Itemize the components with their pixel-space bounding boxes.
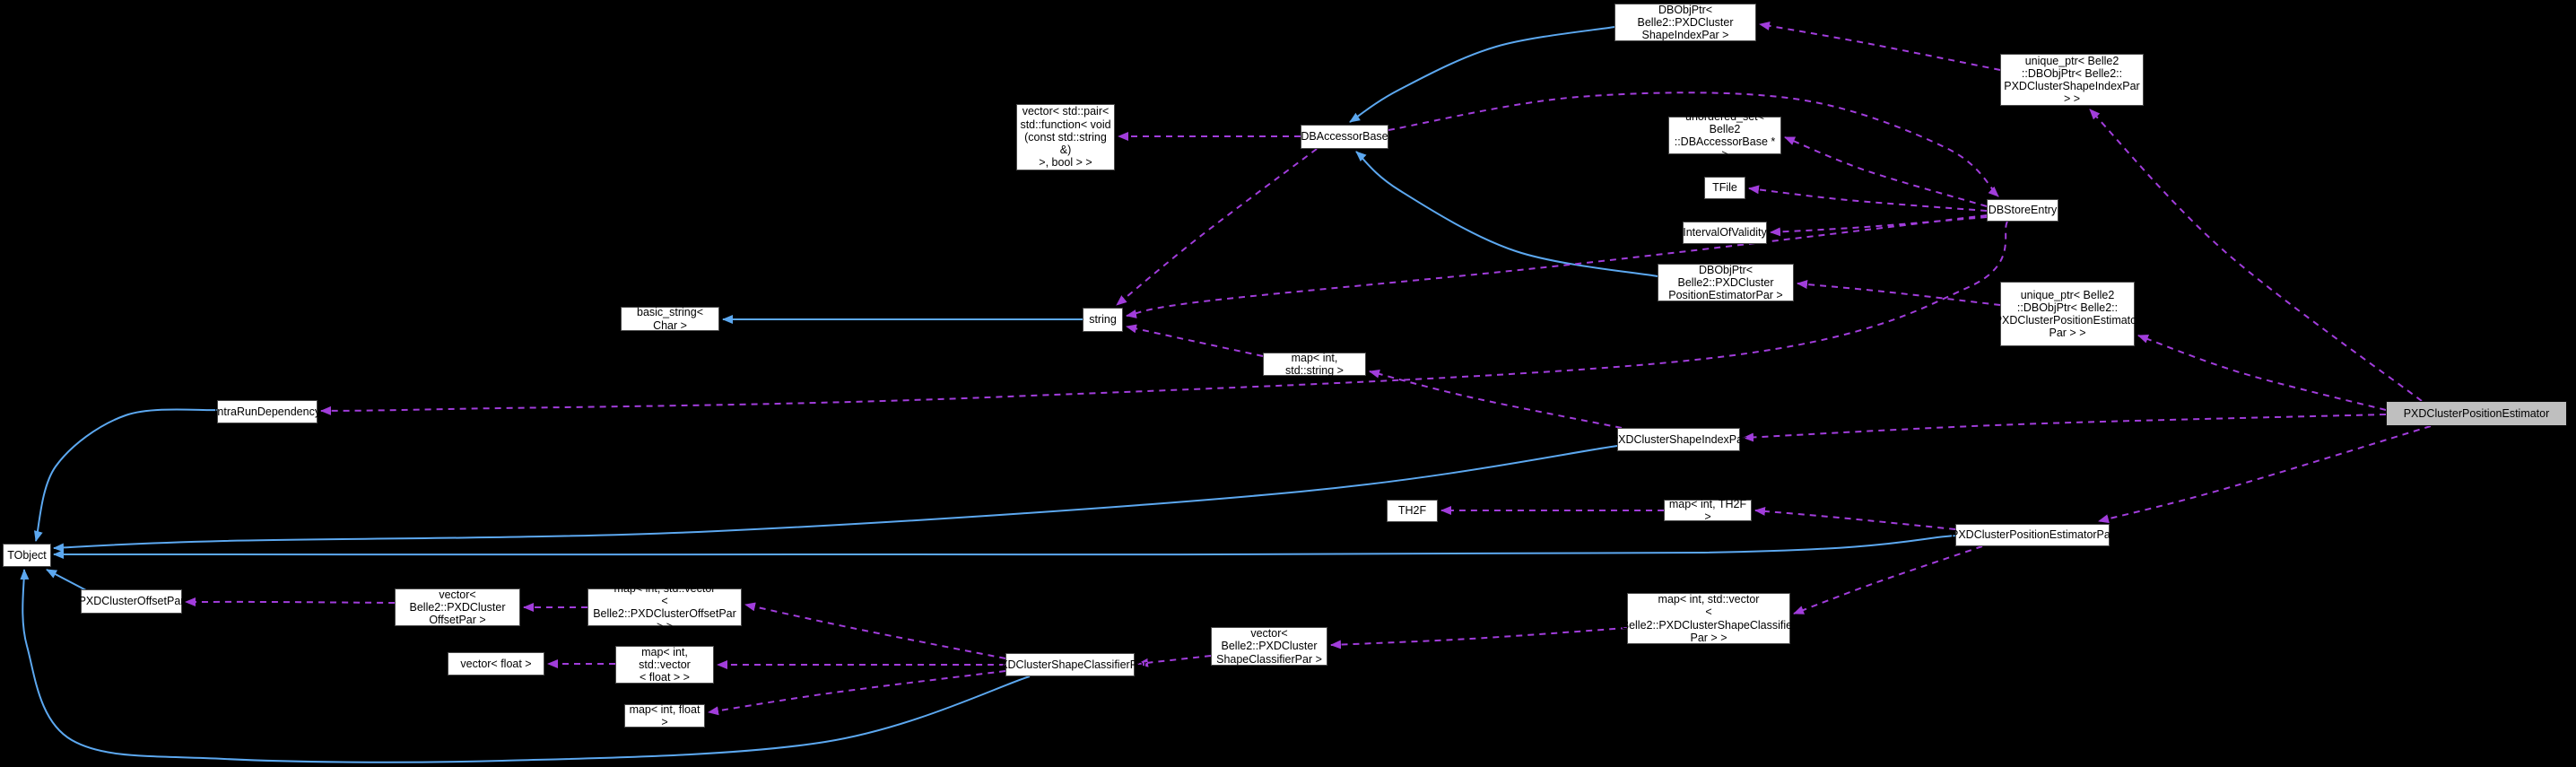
class-node-tfile[interactable]: TFile xyxy=(1704,177,1745,199)
class-node-map-vector-float[interactable]: map< int, std::vector < float > > xyxy=(615,646,714,684)
class-node-pxdclusterpositionestimatorpar[interactable]: PXDClusterPositionEstimatorPar xyxy=(1951,524,2114,546)
class-label: TH2F xyxy=(1397,504,1427,518)
class-node-map-vector-offsetpar[interactable]: map< int, std::vector < Belle2::PXDClust… xyxy=(587,582,742,632)
edge-vector-offsetpar-to-pxdclusteroffsetpar xyxy=(185,597,396,606)
edge-dbstoreentry-to-intrarundependency xyxy=(320,221,2008,415)
class-node-tobject[interactable]: TObject xyxy=(3,544,51,567)
class-node-dbstoreentry[interactable]: DBStoreEntry xyxy=(1987,199,2058,222)
class-node-pxdclusteroffsetpar[interactable]: PXDClusterOffsetPar xyxy=(78,589,185,614)
class-node-pxdclustershapeclassifierpar[interactable]: PXDClusterShapeClassifierPar xyxy=(993,653,1147,676)
edge-dbstoreentry-to-tfile xyxy=(1748,185,1988,212)
edge-pxdclusterpositionestimatorpar-to-map-vector-shapeclassifierpar xyxy=(1793,545,1983,614)
edge-pxdclusterpositionestimator-to-pxdclusterpositionestimatorpar xyxy=(2098,425,2432,524)
class-node-map-vector-shapeclassifierpar[interactable]: map< int, std::vector < Belle2::PXDClust… xyxy=(1622,593,1796,644)
edge-dbobjptr-positionestimatorpar-to-dbaccessorbase xyxy=(1355,151,1658,277)
class-label: basic_string< Char > xyxy=(637,306,703,332)
class-label: map< int, float > xyxy=(629,702,701,728)
class-node-intervalofvalidity[interactable]: IntervalOfValidity xyxy=(1683,222,1767,244)
class-label: PXDClusterShapeIndexPar xyxy=(1610,432,1747,446)
edge-pxdclusterpositionestimator-to-pxdclustershapeindexpar xyxy=(1743,414,2387,442)
edge-dbobjptr-shapeindexpar-to-dbaccessorbase xyxy=(1349,26,1615,123)
class-node-map-int-string[interactable]: map< int, std::string > xyxy=(1263,351,1366,377)
class-node-unordered-set-dbaccessorbase[interactable]: unordered_set< Belle2 ::DBAccessorBase *… xyxy=(1668,110,1781,161)
class-label: TObject xyxy=(7,548,47,562)
edge-pxdclustershapeclassifierpar-to-map-int-float xyxy=(708,670,1006,716)
class-label: PXDClusterOffsetPar xyxy=(78,595,185,608)
class-label: unordered_set< Belle2 ::DBAccessorBase *… xyxy=(1674,109,1776,161)
class-label: map< int, std::string > xyxy=(1285,351,1344,377)
edge-uniqueptr-positionestimatorpar-to-dbobjptr-positionestimatorpar xyxy=(1797,280,2001,306)
class-label: vector< std::pair< std::function< void (… xyxy=(1020,105,1111,170)
edge-dbstoreentry-to-string xyxy=(1126,214,1988,318)
class-node-map-int-th2f[interactable]: map< int, TH2F > xyxy=(1664,497,1752,523)
class-label: map< int, std::vector < float > > xyxy=(639,645,691,684)
class-label: IntraRunDependency xyxy=(213,405,321,418)
edge-dbaccessorbase-to-dbstoreentry xyxy=(1388,92,1999,197)
class-label: DBObjPtr< Belle2::PXDCluster PositionEst… xyxy=(1668,263,1783,302)
edge-pxdclustershapeindexpar-to-tobject xyxy=(53,445,1618,553)
class-node-vector-shapeclassifierpar[interactable]: vector< Belle2::PXDCluster ShapeClassifi… xyxy=(1211,627,1327,666)
class-label: string xyxy=(1089,313,1117,327)
edge-uniqueptr-shapeindexpar-to-dbobjptr-shapeindexpar xyxy=(1759,22,2001,71)
class-node-uniqueptr-shapeindexpar[interactable]: unique_ptr< Belle2 ::DBObjPtr< Belle2:: … xyxy=(2000,54,2144,106)
class-node-dbaccessorbase[interactable]: DBAccessorBase xyxy=(1301,125,1388,149)
class-label: PXDClusterPositionEstimator xyxy=(2403,406,2550,420)
class-label: PXDClusterPositionEstimatorPar xyxy=(1951,528,2115,542)
edge-pxdclusterpositionestimatorpar-to-map-int-th2f xyxy=(1754,506,1956,530)
class-label: unique_ptr< Belle2 ::DBObjPtr< Belle2:: … xyxy=(2004,54,2140,106)
class-label: DBObjPtr< Belle2::PXDCluster ShapeIndexP… xyxy=(1637,3,1734,42)
class-node-vector-pair-function[interactable]: vector< std::pair< std::function< void (… xyxy=(1016,104,1115,170)
class-node-basic-string-char[interactable]: basic_string< Char > xyxy=(621,306,719,332)
class-label: map< int, TH2F > xyxy=(1668,497,1747,523)
edge-vector-shapeclassifierpar-to-pxdclustershapeclassifierpar xyxy=(1137,655,1212,667)
edge-pxdclusteroffsetpar-to-tobject xyxy=(46,569,87,591)
edge-intrarundependency-to-tobject xyxy=(33,408,218,542)
edge-pxdclusterpositionestimator-to-uniqueptr-shapeindexpar xyxy=(2089,109,2423,402)
class-label: IntervalOfValidity xyxy=(1683,226,1767,240)
class-node-uniqueptr-positionestimatorpar[interactable]: unique_ptr< Belle2 ::DBObjPtr< Belle2:: … xyxy=(1995,282,2140,346)
class-label: vector< Belle2::PXDCluster OffsetPar > xyxy=(409,588,506,627)
class-node-pxdclusterpositionestimator[interactable]: PXDClusterPositionEstimator xyxy=(2386,401,2567,426)
class-node-vector-offsetpar[interactable]: vector< Belle2::PXDCluster OffsetPar > xyxy=(395,588,520,626)
edge-dbaccessorbase-to-string xyxy=(1116,148,1318,306)
class-node-string[interactable]: string xyxy=(1083,308,1123,332)
class-label: map< int, std::vector < Belle2::PXDClust… xyxy=(1621,593,1797,644)
edge-map-int-string-to-string xyxy=(1126,324,1264,357)
edge-map-vector-shapeclassifierpar-to-vector-shapeclassifierpar xyxy=(1330,627,1628,649)
class-node-intrarundependency[interactable]: IntraRunDependency xyxy=(213,400,321,423)
class-label: TFile xyxy=(1712,181,1737,195)
class-node-dbobjptr-positionestimatorpar[interactable]: DBObjPtr< Belle2::PXDCluster PositionEst… xyxy=(1658,264,1794,301)
edge-dbstoreentry-to-intervalofvalidity xyxy=(1770,216,1988,237)
edge-pxdclustershapeclassifierpar-to-map-vector-offsetpar xyxy=(744,602,1006,659)
class-node-map-int-float[interactable]: map< int, float > xyxy=(624,702,705,728)
class-label: vector< Belle2::PXDCluster ShapeClassifi… xyxy=(1216,627,1322,666)
edge-pxdclusterpositionestimator-to-uniqueptr-positionestimatorpar xyxy=(2137,335,2387,411)
class-node-pxdclustershapeindexpar[interactable]: PXDClusterShapeIndexPar xyxy=(1611,428,1746,451)
class-label: map< int, std::vector < Belle2::PXDClust… xyxy=(593,581,736,633)
class-label: DBAccessorBase xyxy=(1301,130,1388,144)
class-label: DBStoreEntry xyxy=(1988,204,2058,217)
edge-pxdclusterpositionestimatorpar-to-tobject xyxy=(53,535,1956,560)
class-node-th2f[interactable]: TH2F xyxy=(1387,500,1438,522)
class-node-vector-float[interactable]: vector< float > xyxy=(448,652,544,675)
class-label: PXDClusterShapeClassifierPar xyxy=(992,658,1148,671)
class-label: unique_ptr< Belle2 ::DBObjPtr< Belle2:: … xyxy=(1994,288,2141,340)
edge-pxdclustershapeclassifierpar-to-tobject xyxy=(20,569,1031,763)
edge-dbstoreentry-to-unordered-set-dbaccessorbase xyxy=(1784,136,1988,207)
class-node-dbobjptr-shapeindexpar[interactable]: DBObjPtr< Belle2::PXDCluster ShapeIndexP… xyxy=(1614,4,1756,41)
class-label: vector< float > xyxy=(460,657,532,670)
